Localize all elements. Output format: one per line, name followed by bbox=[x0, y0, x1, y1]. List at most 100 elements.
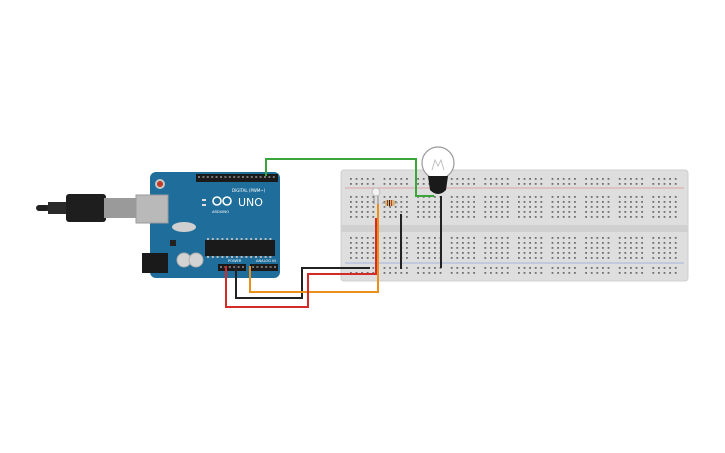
breadboard-hole bbox=[551, 201, 554, 203]
breadboard-hole bbox=[366, 237, 369, 239]
breadboard-hole bbox=[473, 252, 475, 254]
breadboard-hole bbox=[663, 247, 666, 249]
breadboard-hole bbox=[506, 178, 509, 180]
breadboard-hole bbox=[366, 196, 369, 198]
breadboard-hole bbox=[663, 183, 666, 185]
breadboard-hole bbox=[490, 237, 492, 239]
breadboard-hole bbox=[456, 206, 459, 208]
arduino-board[interactable]: DIGITAL (PWM~) UNO ARDUINO POWER ANALOG … bbox=[135, 172, 280, 278]
breadboard-hole bbox=[574, 201, 576, 203]
breadboard-hole bbox=[495, 201, 498, 203]
breadboard-hole bbox=[383, 206, 386, 208]
breadboard-hole bbox=[501, 272, 503, 274]
power-header[interactable] bbox=[218, 264, 246, 271]
breadboard-hole bbox=[406, 252, 408, 254]
breadboard-hole bbox=[624, 201, 627, 203]
light-bulb-icon[interactable] bbox=[421, 146, 455, 194]
breadboard-hole bbox=[618, 267, 621, 269]
usb-port[interactable] bbox=[135, 194, 169, 224]
breadboard-hole bbox=[434, 211, 436, 213]
usb-plug-icon[interactable] bbox=[36, 194, 136, 222]
breadboard-hole bbox=[383, 257, 386, 259]
breadboard-hole bbox=[557, 183, 559, 185]
orange-wire[interactable] bbox=[249, 204, 379, 293]
breadboard-hole bbox=[350, 211, 352, 213]
breadboard-hole bbox=[658, 247, 660, 249]
breadboard-hole bbox=[383, 242, 386, 244]
resistor-icon[interactable] bbox=[382, 200, 398, 206]
breadboard-hole bbox=[372, 201, 375, 203]
breadboard-hole bbox=[506, 201, 509, 203]
breadboard-hole bbox=[389, 267, 391, 269]
breadboard-hole bbox=[484, 178, 487, 180]
breadboard[interactable] bbox=[340, 169, 689, 282]
breadboard-hole bbox=[590, 216, 593, 218]
breadboard-hole bbox=[551, 211, 554, 213]
breadboard-hole bbox=[618, 242, 621, 244]
breadboard-hole bbox=[462, 201, 464, 203]
breadboard-hole bbox=[624, 206, 627, 208]
breadboard-hole bbox=[540, 257, 543, 259]
breadboard-hole bbox=[366, 183, 369, 185]
breadboard-hole bbox=[607, 201, 610, 203]
breadboard-hole bbox=[557, 267, 559, 269]
breadboard-hole bbox=[607, 183, 610, 185]
breadboard-hole bbox=[635, 216, 638, 218]
red-wire[interactable] bbox=[225, 218, 377, 308]
breadboard-hole bbox=[529, 211, 531, 213]
breadboard-hole bbox=[562, 178, 565, 180]
breadboard-hole bbox=[635, 257, 638, 259]
breadboard-hole bbox=[585, 178, 587, 180]
breadboard-hole bbox=[674, 183, 677, 185]
breadboard-hole bbox=[585, 272, 587, 274]
chip-leg bbox=[269, 256, 272, 258]
breadboard-hole bbox=[596, 183, 599, 185]
chip-leg bbox=[221, 256, 224, 258]
breadboard-hole bbox=[630, 183, 632, 185]
breadboard-hole bbox=[590, 252, 593, 254]
led-icon[interactable] bbox=[371, 187, 381, 204]
breadboard-hole bbox=[590, 272, 593, 274]
breadboard-hole bbox=[523, 252, 526, 254]
breadboard-hole bbox=[540, 242, 543, 244]
breadboard-hole bbox=[434, 216, 436, 218]
breadboard-hole bbox=[428, 252, 431, 254]
breadboard-hole bbox=[624, 252, 627, 254]
breadboard-hole bbox=[652, 252, 655, 254]
breadboard-hole bbox=[568, 216, 571, 218]
breadboard-hole bbox=[534, 206, 537, 208]
header-pin bbox=[237, 266, 240, 268]
breadboard-hole bbox=[467, 196, 470, 198]
breadboard-hole bbox=[641, 183, 643, 185]
analog-header[interactable] bbox=[250, 264, 278, 271]
breadboard-hole bbox=[434, 247, 436, 249]
breadboard-hole bbox=[635, 183, 638, 185]
breadboard-hole bbox=[529, 267, 531, 269]
breadboard-hole bbox=[540, 211, 543, 213]
breadboard-hole bbox=[574, 206, 576, 208]
breadboard-hole bbox=[355, 257, 358, 259]
breadboard-hole bbox=[630, 211, 632, 213]
breadboard-hole bbox=[658, 272, 660, 274]
breadboard-hole bbox=[394, 206, 397, 208]
digital-header[interactable] bbox=[196, 174, 278, 182]
breadboard-hole bbox=[355, 196, 358, 198]
breadboard-hole bbox=[669, 242, 671, 244]
breadboard-holes bbox=[350, 178, 677, 274]
header-pin bbox=[250, 176, 253, 178]
breadboard-hole bbox=[658, 216, 660, 218]
breadboard-hole bbox=[596, 206, 599, 208]
breadboard-hole bbox=[518, 183, 520, 185]
reset-button[interactable] bbox=[157, 181, 163, 187]
header-pin bbox=[246, 176, 249, 178]
breadboard-hole bbox=[350, 206, 352, 208]
breadboard-hole bbox=[350, 257, 352, 259]
breadboard-hole bbox=[574, 267, 576, 269]
wires[interactable] bbox=[225, 158, 442, 308]
black-wire[interactable] bbox=[235, 266, 370, 299]
green-wire[interactable] bbox=[265, 158, 434, 197]
breadboard-hole bbox=[501, 178, 503, 180]
breadboard-hole bbox=[574, 257, 576, 259]
dc-jack-icon[interactable] bbox=[142, 253, 168, 273]
